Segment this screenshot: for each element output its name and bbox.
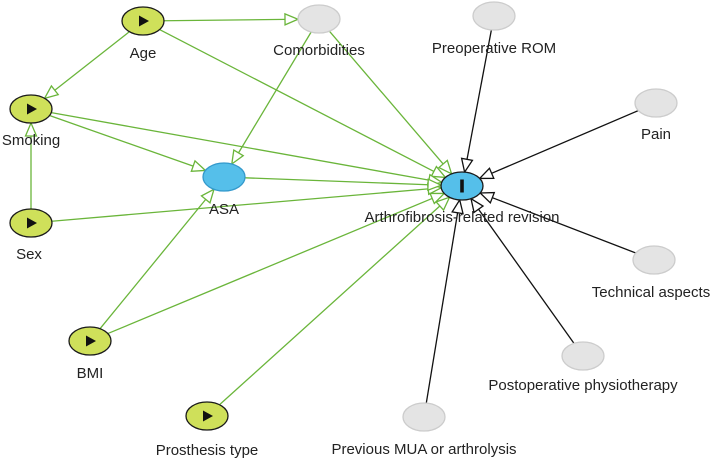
edge-line [159, 29, 435, 173]
node-label-asa: ASA [209, 201, 239, 218]
edge-bmi-to-outcome [107, 192, 446, 335]
edge-line [49, 114, 194, 167]
arrowhead-icon [478, 191, 496, 204]
edge-comorbidities-to-outcome [328, 30, 453, 176]
edge-age-to-smoking [43, 31, 130, 100]
node-sex[interactable] [9, 208, 53, 238]
node-technical[interactable] [632, 245, 676, 275]
node-label-mua: Previous MUA or arthrolysis [331, 441, 516, 458]
arrowhead-icon [230, 148, 245, 166]
play-triangle-icon [139, 15, 149, 27]
arrowhead-icon [429, 192, 446, 205]
edge-line [51, 111, 430, 181]
arrowhead-icon [435, 196, 451, 212]
play-triangle-icon [203, 410, 213, 422]
node-layer [9, 1, 678, 432]
node-label-technical: Technical aspects [592, 284, 710, 301]
node-comorbidities[interactable] [297, 4, 341, 34]
node-label-smoking: Smoking [2, 132, 60, 149]
edge-mua-to-outcome [425, 198, 464, 404]
arrowhead-icon [284, 12, 300, 26]
edge-line [491, 109, 639, 174]
node-prerom[interactable] [472, 1, 516, 31]
edge-smoking-to-outcome [51, 111, 444, 187]
arrowhead-icon [190, 159, 208, 173]
edge-sex-to-smoking [24, 121, 38, 209]
node-prerom-ellipse [472, 1, 516, 31]
node-label-sex: Sex [16, 246, 42, 263]
edge-line [425, 212, 459, 404]
node-label-pain: Pain [641, 126, 671, 143]
edge-line [163, 18, 286, 22]
edge-comorbidities-to-asa [230, 31, 312, 166]
edge-line [54, 31, 130, 91]
arrowhead-icon [437, 159, 453, 176]
node-physio[interactable] [561, 341, 605, 371]
node-bmi[interactable] [68, 326, 112, 356]
node-outcome[interactable] [440, 171, 484, 201]
edge-pain-to-outcome [478, 109, 639, 180]
arrowhead-icon [478, 167, 495, 180]
edge-age-to-comorbidities [163, 12, 300, 26]
node-label-physio: Postoperative physiotherapy [488, 377, 678, 394]
node-asa-ellipse [202, 162, 246, 192]
arrowhead-icon [427, 178, 443, 192]
node-label-age: Age [130, 45, 157, 62]
edge-prerom-to-outcome [460, 29, 493, 174]
arrowhead-icon [200, 188, 216, 204]
node-mua[interactable] [402, 402, 446, 432]
arrowhead-icon [460, 157, 474, 174]
node-physio-ellipse [561, 341, 605, 371]
edge-line [328, 30, 444, 165]
edge-line [219, 205, 441, 406]
arrowhead-icon [430, 165, 447, 179]
node-asa[interactable] [202, 162, 246, 192]
node-pain[interactable] [634, 88, 678, 118]
node-prosthesis[interactable] [185, 401, 229, 431]
node-technical-ellipse [632, 245, 676, 275]
node-mua-ellipse [402, 402, 446, 432]
bar-i-icon [460, 179, 464, 193]
node-pain-ellipse [634, 88, 678, 118]
edge-line [99, 198, 207, 330]
edge-bmi-to-asa [99, 188, 216, 330]
node-label-bmi: BMI [77, 365, 104, 382]
arrowhead-icon [43, 84, 60, 100]
node-label-prerom: Preoperative ROM [432, 40, 556, 57]
arrowhead-icon [24, 121, 38, 137]
edge-line [107, 197, 433, 335]
edge-smoking-to-asa [49, 114, 208, 173]
edge-line [51, 188, 429, 222]
edge-line [237, 31, 312, 154]
edge-line [492, 197, 637, 254]
edge-layer [24, 12, 639, 406]
play-triangle-icon [27, 103, 37, 115]
edge-prosthesis-to-outcome [219, 196, 451, 406]
edge-technical-to-outcome [478, 191, 637, 254]
node-comorbidities-ellipse [297, 4, 341, 34]
edge-age-to-outcome [159, 29, 447, 179]
node-smoking[interactable] [9, 94, 53, 124]
play-triangle-icon [27, 217, 37, 229]
node-label-prosthesis: Prosthesis type [156, 442, 259, 459]
node-age[interactable] [121, 6, 165, 36]
arrowhead-icon [451, 198, 464, 215]
edge-line [244, 177, 429, 186]
node-label-comorbidities: Comorbidities [273, 42, 365, 59]
edge-line [466, 29, 493, 160]
play-triangle-icon [86, 335, 96, 347]
edge-physio-to-outcome [470, 197, 575, 344]
edge-line [478, 208, 575, 344]
node-label-outcome: Arthrofibrosis-related revision [364, 209, 559, 226]
arrowhead-icon [470, 197, 485, 214]
edge-asa-to-outcome [244, 177, 443, 192]
